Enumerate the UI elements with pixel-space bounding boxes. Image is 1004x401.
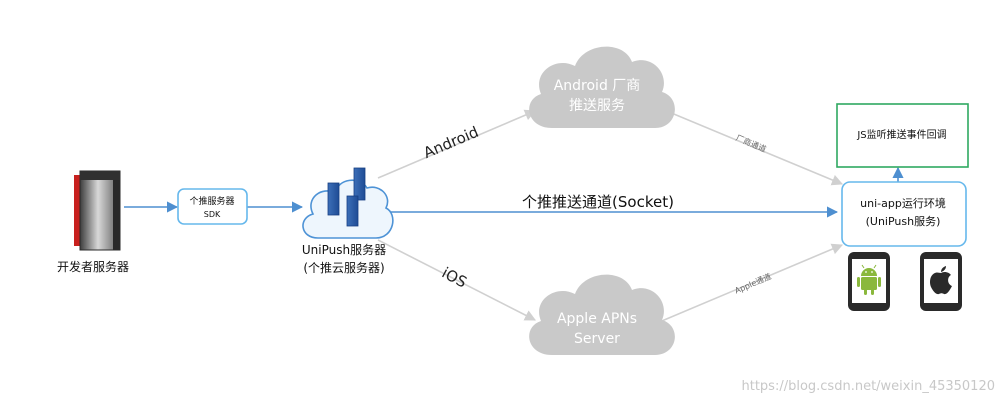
- android-cloud-label: Android 厂商: [554, 78, 641, 94]
- unipush-server-label: UniPush服务器: [302, 242, 386, 257]
- apple-cloud-label: Apple APNs: [557, 311, 637, 327]
- edge-android-cloud-to-uniapp: [656, 106, 844, 186]
- developer-server-label: 开发者服务器: [57, 259, 129, 274]
- android-phone-icon: [848, 252, 890, 311]
- uniapp-runtime-sublabel: (UniPush服务): [866, 215, 941, 228]
- android-vendor-cloud: [529, 46, 675, 128]
- edge-unipush-to-android-cloud: [377, 109, 537, 179]
- edge-unipush-to-apple-cloud: [377, 239, 536, 321]
- uniapp-runtime-box: [841, 181, 967, 247]
- socket-edge-label: 个推推送通道(Socket): [522, 193, 674, 211]
- ios-edge-label: iOS: [439, 264, 470, 292]
- js-callback-box: [836, 103, 969, 168]
- uniapp-runtime-label: uni-app运行环境: [860, 196, 946, 210]
- android-cloud-sublabel: 推送服务: [569, 98, 625, 114]
- apple-apns-cloud: [529, 274, 675, 355]
- getui-sdk-label: SDK: [204, 210, 221, 219]
- watermark: https://blog.csdn.net/weixin_45350120: [741, 379, 995, 394]
- getui-server-label: 个推服务器: [189, 195, 234, 207]
- apple-logo-icon: [930, 266, 952, 295]
- edge-apple-cloud-to-uniapp: [656, 243, 844, 324]
- unipush-cloud-icon: [302, 167, 394, 239]
- vendor-channel-label: 厂商通道: [734, 132, 767, 154]
- developer-server-icon: [74, 170, 121, 251]
- edges: [124, 106, 904, 324]
- js-callback-label: JS监听推送事件回调: [856, 128, 946, 141]
- apple-channel-label: Apple通道: [733, 271, 773, 295]
- apple-cloud-sublabel: Server: [574, 331, 620, 347]
- android-robot-icon: [857, 264, 881, 295]
- iphone-icon: [920, 252, 962, 311]
- android-edge-label: Android: [421, 123, 481, 162]
- getui-sdk-box: [177, 188, 248, 225]
- unipush-server-sublabel: (个推云服务器): [303, 260, 384, 275]
